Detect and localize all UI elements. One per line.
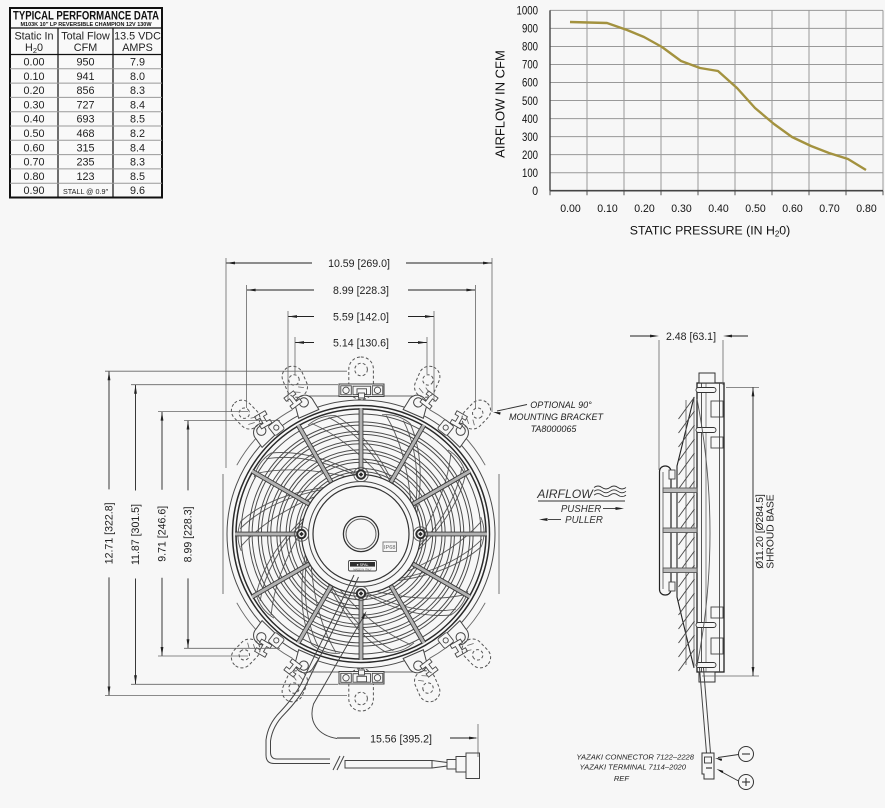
svg-text:8.4: 8.4 bbox=[130, 99, 145, 111]
svg-text:950: 950 bbox=[76, 57, 94, 69]
svg-text:STATIC PRESSURE (IN H20): STATIC PRESSURE (IN H20) bbox=[630, 224, 790, 239]
svg-text:15.56 [395.2]: 15.56 [395.2] bbox=[370, 734, 432, 746]
svg-text:8.99 [228.3]: 8.99 [228.3] bbox=[183, 506, 195, 562]
svg-text:0.60: 0.60 bbox=[782, 203, 803, 215]
svg-text:0.80: 0.80 bbox=[856, 203, 877, 215]
svg-text:0.10: 0.10 bbox=[23, 71, 44, 83]
svg-text:0.50: 0.50 bbox=[745, 203, 766, 215]
svg-text:0.30: 0.30 bbox=[671, 203, 692, 215]
svg-text:STALL @ 0.9″: STALL @ 0.9″ bbox=[63, 187, 108, 196]
svg-text:MOUNTING BRACKET: MOUNTING BRACKET bbox=[509, 412, 605, 422]
svg-text:0.20: 0.20 bbox=[23, 85, 44, 97]
svg-text:11.87 [301.5]: 11.87 [301.5] bbox=[130, 504, 142, 565]
svg-text:7.9: 7.9 bbox=[130, 57, 145, 69]
svg-text:0.80: 0.80 bbox=[23, 171, 44, 183]
svg-text:941: 941 bbox=[76, 71, 94, 83]
svg-text:0.40: 0.40 bbox=[23, 114, 44, 126]
svg-text:0: 0 bbox=[532, 184, 538, 198]
svg-text:600: 600 bbox=[522, 76, 538, 90]
svg-text:0.20: 0.20 bbox=[634, 203, 655, 215]
svg-text:AMPS: AMPS bbox=[122, 42, 153, 54]
svg-text:0.50: 0.50 bbox=[23, 128, 44, 140]
svg-text:235: 235 bbox=[76, 157, 94, 169]
svg-text:8.0: 8.0 bbox=[130, 71, 145, 83]
svg-text:AIRFLOW IN CFM: AIRFLOW IN CFM bbox=[493, 50, 508, 158]
svg-text:900: 900 bbox=[522, 22, 538, 36]
svg-text:8.99 [228.3]: 8.99 [228.3] bbox=[333, 285, 389, 297]
svg-text:123: 123 bbox=[76, 171, 94, 183]
svg-text:400: 400 bbox=[522, 112, 538, 126]
svg-text:200: 200 bbox=[522, 148, 538, 162]
svg-text:8.5: 8.5 bbox=[130, 171, 145, 183]
svg-text:REF: REF bbox=[614, 774, 630, 783]
svg-text:● SPAL: ● SPAL bbox=[356, 563, 368, 567]
svg-text:0.10: 0.10 bbox=[597, 203, 618, 215]
svg-text:PUSHER: PUSHER bbox=[561, 504, 601, 515]
svg-text:12.71 [322.8]: 12.71 [322.8] bbox=[104, 502, 116, 564]
svg-text:Total Flow: Total Flow bbox=[61, 31, 110, 43]
svg-text:TYPICAL PERFORMANCE DATA: TYPICAL PERFORMANCE DATA bbox=[13, 9, 159, 23]
svg-text:YAZAKI TERMINAL 7114–2020: YAZAKI TERMINAL 7114–2020 bbox=[579, 763, 686, 772]
svg-text:0.00: 0.00 bbox=[23, 57, 44, 69]
svg-text:0.60: 0.60 bbox=[23, 142, 44, 154]
svg-text:315: 315 bbox=[76, 142, 94, 154]
svg-text:9.6: 9.6 bbox=[130, 185, 145, 197]
svg-text:SHROUD BASE: SHROUD BASE bbox=[766, 494, 777, 568]
svg-text:9.71 [246.6]: 9.71 [246.6] bbox=[157, 506, 169, 562]
svg-text:Static In: Static In bbox=[14, 31, 53, 43]
svg-text:10.59 [269.0]: 10.59 [269.0] bbox=[328, 258, 390, 270]
svg-text:693: 693 bbox=[76, 114, 94, 126]
svg-text:0.70: 0.70 bbox=[23, 157, 44, 169]
svg-text:5.59 [142.0]: 5.59 [142.0] bbox=[333, 311, 389, 323]
svg-text:100: 100 bbox=[522, 166, 538, 180]
svg-text:0.40: 0.40 bbox=[708, 203, 729, 215]
svg-text:MADE IN ITALY: MADE IN ITALY bbox=[353, 567, 372, 571]
svg-text:1000: 1000 bbox=[517, 4, 539, 18]
svg-text:PULLER: PULLER bbox=[565, 515, 603, 526]
svg-text:YAZAKI CONNECTOR 7122–2228: YAZAKI CONNECTOR 7122–2228 bbox=[576, 753, 694, 762]
svg-text:8.5: 8.5 bbox=[130, 114, 145, 126]
svg-text:TA8000065: TA8000065 bbox=[531, 424, 578, 434]
svg-text:13.5 VDC: 13.5 VDC bbox=[114, 31, 161, 43]
svg-text:0.30: 0.30 bbox=[23, 99, 44, 111]
svg-text:OPTIONAL 90°: OPTIONAL 90° bbox=[530, 400, 592, 410]
svg-text:M103K 10″ LP REVERSIBLE CHAMPI: M103K 10″ LP REVERSIBLE CHAMPION 12V 130… bbox=[21, 22, 152, 28]
svg-text:856: 856 bbox=[76, 85, 94, 97]
svg-text:Ø11.20 [Ø284.5]: Ø11.20 [Ø284.5] bbox=[755, 494, 766, 569]
svg-text:5.14 [130.6]: 5.14 [130.6] bbox=[333, 337, 389, 349]
svg-text:700: 700 bbox=[522, 58, 538, 72]
svg-text:8.3: 8.3 bbox=[130, 85, 145, 97]
svg-text:CFM: CFM bbox=[74, 42, 97, 54]
svg-text:IP68: IP68 bbox=[384, 545, 396, 551]
svg-text:AIRFLOW: AIRFLOW bbox=[536, 487, 594, 501]
svg-text:0.90: 0.90 bbox=[23, 185, 44, 197]
svg-text:H20: H20 bbox=[25, 42, 43, 55]
svg-text:800: 800 bbox=[522, 40, 538, 54]
svg-text:8.3: 8.3 bbox=[130, 157, 145, 169]
svg-text:2.48 [63.1]: 2.48 [63.1] bbox=[666, 331, 716, 343]
svg-text:8.4: 8.4 bbox=[130, 142, 145, 154]
svg-text:300: 300 bbox=[522, 130, 538, 144]
svg-text:468: 468 bbox=[76, 128, 94, 140]
svg-text:0.70: 0.70 bbox=[819, 203, 840, 215]
svg-text:0.00: 0.00 bbox=[560, 203, 581, 215]
svg-text:727: 727 bbox=[76, 99, 94, 111]
svg-text:8.2: 8.2 bbox=[130, 128, 145, 140]
svg-text:500: 500 bbox=[522, 94, 538, 108]
